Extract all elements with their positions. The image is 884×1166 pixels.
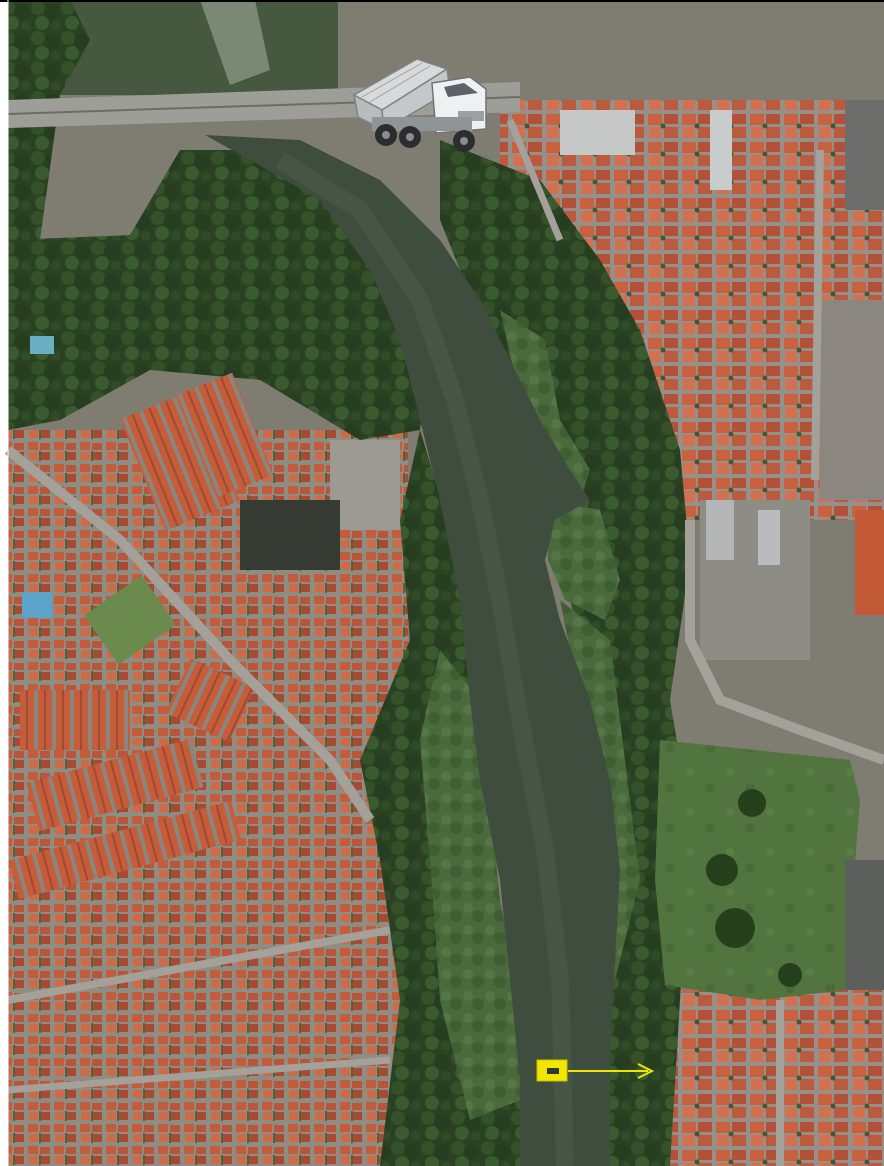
marsh-area-2 — [545, 500, 620, 620]
row-houses — [120, 389, 240, 531]
forest-park — [8, 150, 430, 440]
river-highlight — [275, 152, 574, 1166]
road-left-diagonal — [4, 446, 375, 823]
tower-right — [845, 860, 884, 990]
swimming-pool — [30, 336, 54, 354]
lake-shore-vegetation — [8, 0, 90, 95]
building-white — [758, 510, 780, 565]
road-left-horizontal — [7, 926, 391, 1004]
location-marker-inner — [547, 1068, 559, 1074]
tree-cluster — [738, 789, 766, 817]
row-houses — [8, 800, 242, 900]
swimming-pool — [22, 592, 52, 618]
tall-building — [330, 440, 400, 530]
dump-truck-icon — [352, 58, 487, 152]
road-left-horizontal — [7, 1056, 391, 1094]
river — [205, 135, 620, 1166]
building-right-dark — [820, 300, 884, 500]
row-houses — [176, 372, 274, 498]
soccer-field — [84, 575, 176, 665]
road-right-vertical — [811, 149, 824, 481]
road-right-curve — [685, 520, 884, 765]
tree-cluster — [706, 854, 738, 886]
building-right — [855, 510, 884, 615]
tall-building-shadow — [240, 500, 340, 570]
grass-field — [655, 740, 860, 1000]
neighborhood-bottom-right — [660, 990, 884, 1166]
row-houses — [20, 690, 130, 750]
warehouse-roof — [560, 110, 635, 155]
forest-left-strip — [8, 95, 60, 240]
pointer-arrow-head — [637, 1063, 655, 1079]
row-houses — [165, 658, 255, 742]
building-top-right — [845, 100, 884, 210]
marsh-area-1 — [500, 310, 590, 500]
warehouse-roof — [710, 110, 732, 190]
tree-cluster — [778, 963, 802, 987]
tree-cluster — [715, 908, 755, 948]
lake-sunglint — [200, 0, 270, 85]
road-diagonal-top — [506, 118, 564, 242]
building-white — [706, 500, 734, 560]
row-houses — [26, 738, 204, 832]
marsh-area-left — [420, 650, 520, 1120]
